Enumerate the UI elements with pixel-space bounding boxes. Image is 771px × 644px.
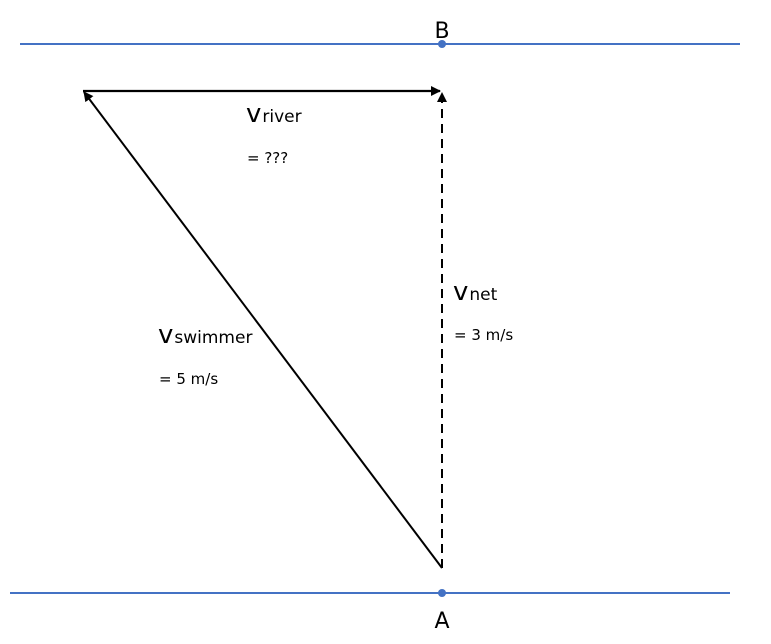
swimmer-velocity-value: = 5 m/s	[159, 370, 218, 388]
point-b-dot	[438, 40, 446, 48]
point-a-dot	[438, 589, 446, 597]
net-velocity-label: vnet	[453, 277, 498, 307]
river-velocity-label: vriver	[246, 99, 302, 129]
point-b-label: B	[434, 19, 449, 44]
swimmer-velocity-label: vswimmer	[158, 320, 252, 350]
net-velocity-value: = 3 m/s	[454, 326, 513, 344]
swimmer-velocity-arrow	[83, 91, 443, 569]
river-velocity-value: = ???	[247, 149, 288, 167]
point-a-label: A	[434, 609, 449, 634]
